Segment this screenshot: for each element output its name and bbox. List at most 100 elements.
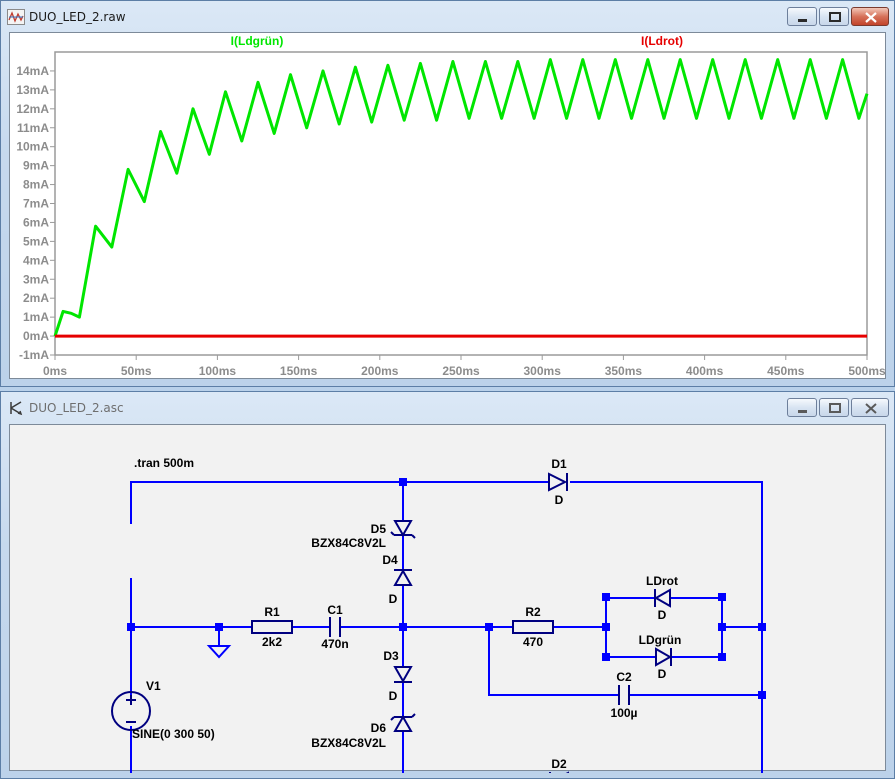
schematic-titlebar[interactable]: DUO_LED_2.asc [1,392,894,424]
minimize-icon [798,410,807,413]
y-tick-label: 13mA [16,83,49,97]
y-tick-label: 3mA [23,272,49,286]
y-tick-label: 8mA [23,178,49,192]
d4-name: D4 [382,553,398,567]
x-tick-label: 450ms [767,364,805,378]
maximize-icon [829,12,841,22]
y-tick-label: 11mA [17,121,49,135]
d3-value: D [389,689,398,703]
d5-value: BZX84C8V2L [311,536,386,550]
diode-ldgrun[interactable] [655,647,673,667]
close-icon [865,403,877,414]
legend-label-ldgrun[interactable]: I(Ldgrün) [231,34,284,48]
resistor-r1[interactable] [251,620,293,634]
c2-value: 100µ [611,706,638,720]
waveform-plot-pane[interactable]: I(Ldgrün) I(Ldrot) -1mA 0mA 1mA 2mA 3mA 4mA 5m… [9,32,886,379]
y-tick-label: 0mA [23,329,49,343]
y-tick-label: 2mA [23,291,49,305]
y-tick-label: -1mA [19,348,49,362]
zener-d5[interactable] [390,520,416,539]
series-group [53,58,869,338]
x-tick-label: 400ms [686,364,724,378]
voltage-source-v1[interactable] [111,691,151,731]
maximize-icon [829,403,841,413]
waveform-minimize-button[interactable] [787,7,817,26]
junction-dots [127,478,766,779]
d5-name: D5 [371,522,387,536]
d4-value: D [389,592,398,606]
diode-d4[interactable] [393,568,413,586]
x-tick-label: 350ms [605,364,643,378]
v1-name: V1 [146,679,161,693]
schematic-window-title: DUO_LED_2.asc [29,401,124,415]
x-tick-label: 50ms [121,364,152,378]
waveform-titlebar[interactable]: DUO_LED_2.raw [1,1,894,33]
y-tick-label: 4mA [23,253,49,267]
ground-icon [206,645,232,659]
d2-name: D2 [551,757,567,771]
x-tick-label: 200ms [361,364,399,378]
y-axis: -1mA 0mA 1mA 2mA 3mA 4mA 5mA 6mA 7mA 8mA 9mA 10mA 11… [16,64,55,362]
waveform-app-icon [7,9,25,25]
c1-value: 470n [321,637,348,651]
x-axis: 0ms 50ms 100ms 150ms 200ms 250ms 300ms 350ms 400… [43,355,886,378]
d1-value: D [555,493,564,507]
y-tick-label: 12mA [16,102,49,116]
d1-name: D1 [551,457,567,471]
diode-d1[interactable] [548,472,568,492]
schematic-maximize-button[interactable] [819,398,849,417]
waveform-window-title: DUO_LED_2.raw [29,10,126,24]
d6-value: BZX84C8V2L [311,736,386,750]
r1-value: 2k2 [262,635,282,649]
capacitor-c1[interactable] [329,617,341,637]
legend-label-ldrot[interactable]: I(Ldrot) [641,34,683,48]
ldgrun-name: LDgrün [639,633,682,647]
r2-value: 470 [523,635,543,649]
y-tick-label: 5mA [23,234,49,248]
d6-name: D6 [371,721,387,735]
series-line-ldgrun[interactable] [53,58,869,337]
schematic-canvas[interactable]: .tran 500m D1 D D5 BZX84C8V2L D4 D R1 2k… [10,425,887,779]
diode-d2[interactable] [549,771,569,779]
diode-d3[interactable] [393,666,413,684]
diode-ldrot[interactable] [653,588,671,608]
x-tick-label: 300ms [524,364,562,378]
schematic-close-button[interactable] [851,398,889,417]
y-tick-label: 6mA [23,215,49,229]
close-icon [865,12,877,23]
schematic-editor-pane[interactable]: .tran 500m D1 D D5 BZX84C8V2L D4 D R1 2k… [9,424,887,779]
spice-directive[interactable]: .tran 500m [134,456,194,470]
wires [130,481,763,779]
y-tick-label: 10mA [16,140,49,154]
ldrot-value: D [658,608,667,622]
y-tick-label: 1mA [23,310,49,324]
x-tick-label: 0ms [43,364,67,378]
c1-name: C1 [327,603,343,617]
r1-name: R1 [264,605,280,619]
y-tick-label: 14mA [16,64,49,78]
x-tick-label: 150ms [280,364,318,378]
y-tick-label: 7mA [23,197,49,211]
schematic-minimize-button[interactable] [787,398,817,417]
v1-value: SINE(0 300 50) [132,727,215,741]
waveform-plot[interactable]: I(Ldgrün) I(Ldrot) -1mA 0mA 1mA 2mA 3mA 4mA 5m… [10,33,887,380]
waveform-close-button[interactable] [851,7,889,26]
c2-name: C2 [616,670,632,684]
schematic-window[interactable]: DUO_LED_2.asc [0,391,895,779]
x-tick-label: 250ms [442,364,480,378]
ldrot-name: LDrot [646,574,678,588]
resistor-r2[interactable] [512,620,554,634]
x-tick-label: 500ms [848,364,886,378]
r2-name: R2 [525,605,541,619]
schematic-app-icon [10,401,23,416]
waveform-maximize-button[interactable] [819,7,849,26]
plot-area[interactable] [54,51,868,356]
y-tick-label: 9mA [23,159,49,173]
zener-d6[interactable] [390,713,416,732]
waveform-window[interactable]: DUO_LED_2.raw I(Ldgrün) I(Ldrot) -1mA 0mA… [0,0,895,387]
capacitor-c2[interactable] [618,685,630,705]
d3-name: D3 [383,649,399,663]
ldgrun-value: D [658,667,667,681]
minimize-icon [798,19,807,22]
x-tick-label: 100ms [199,364,237,378]
